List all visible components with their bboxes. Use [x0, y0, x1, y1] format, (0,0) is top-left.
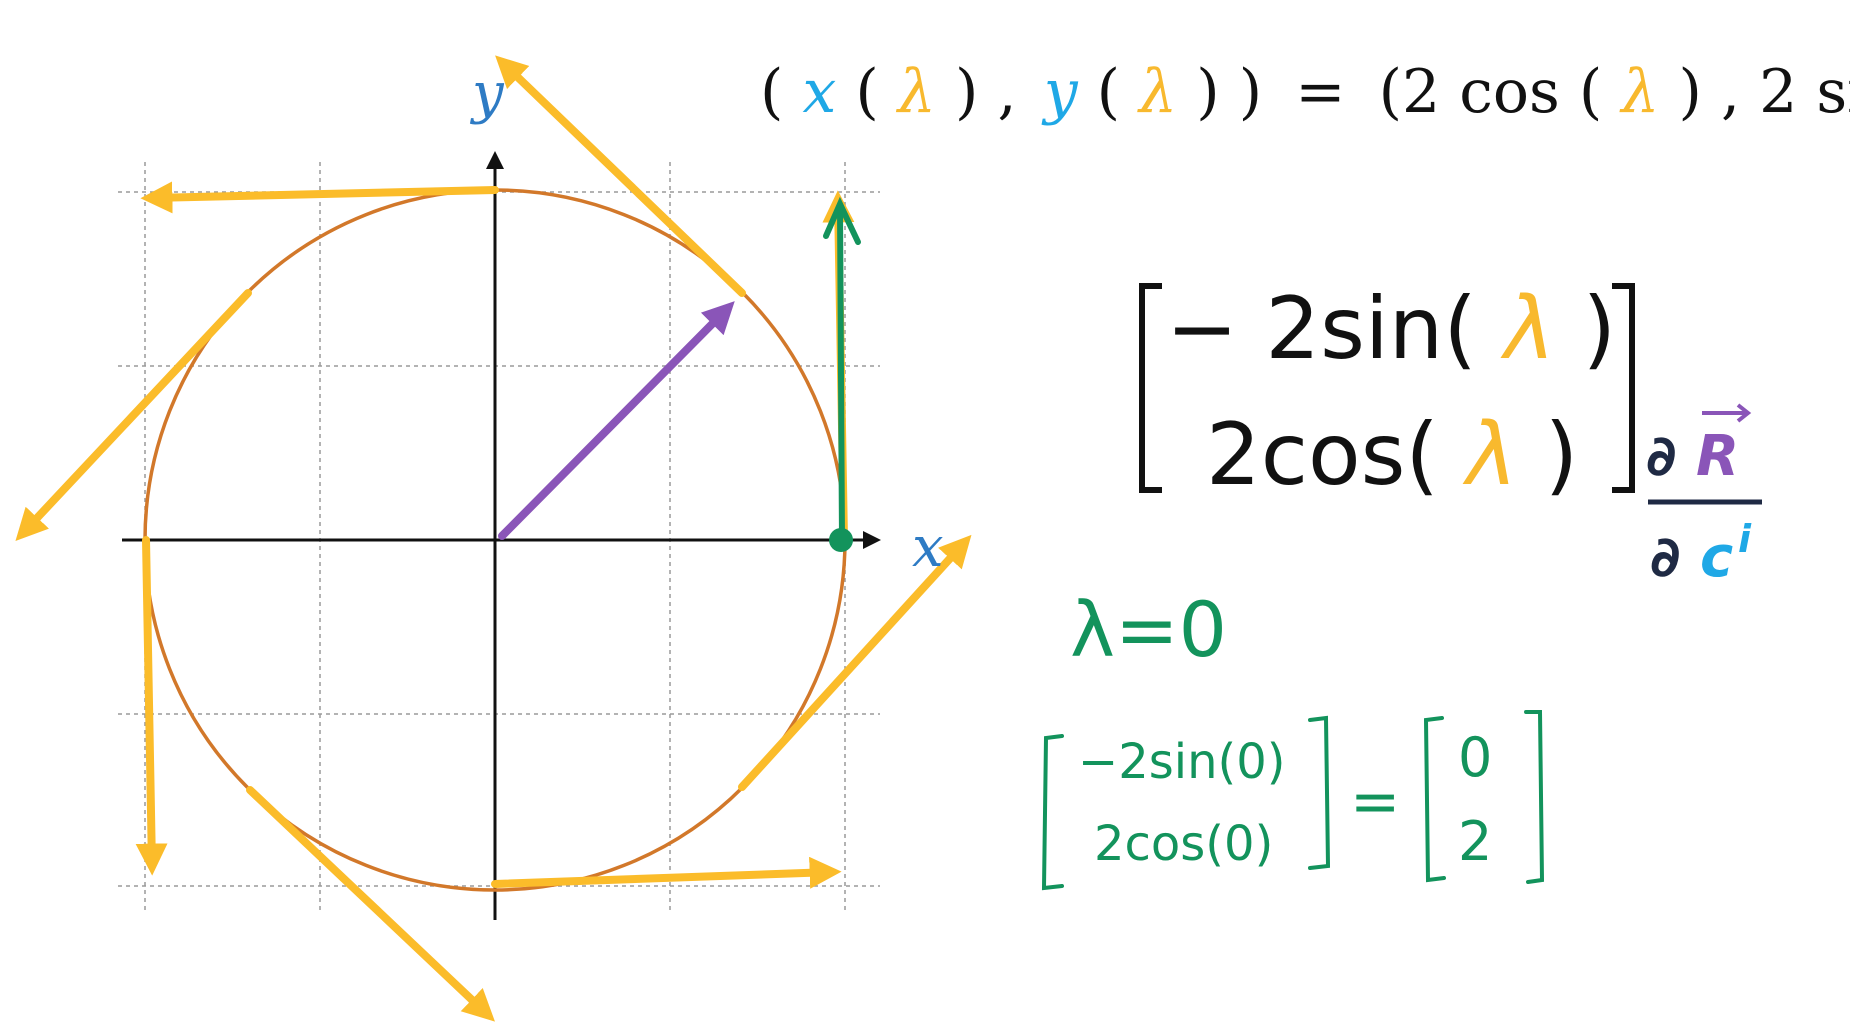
tangent-matrix-row-2: 2cos( λ ) [1206, 405, 1578, 505]
tangent-vector-bottom-right [738, 534, 972, 791]
handwritten-result-row-1: 0 [1458, 726, 1492, 789]
equation-rhs-mid: , 2 sin [1721, 57, 1850, 127]
equation-rhs-lambda-1: λ [1619, 57, 1659, 127]
equation-y-lparen: ( [1097, 57, 1120, 127]
vector-arrow-icon [1702, 403, 1752, 423]
matrix-left-bracket [1139, 283, 1162, 493]
derivative-denominator-partial: ∂ [1650, 525, 1680, 590]
hand-right-bracket-2 [1524, 710, 1545, 884]
position-vector [498, 301, 735, 540]
tangent-vector-top-left [15, 289, 252, 542]
equation-rhs-open: (2 cos [1379, 57, 1560, 127]
matrix-row-2-prefix: 2cos( [1206, 405, 1439, 505]
handwritten-brackets [1041, 710, 1545, 891]
equation-equals: = [1295, 57, 1345, 127]
tangent-vector-bottom-left [246, 786, 495, 1022]
tangent-matrix-brackets [1139, 283, 1635, 493]
handwritten-equals: = [1350, 767, 1400, 837]
hand-left-bracket-2 [1423, 716, 1446, 883]
handwritten-lambda-equation: λ=0 [1070, 585, 1227, 674]
x-axis-label: x [912, 515, 944, 580]
tangent-vector-top-right [495, 55, 746, 297]
y-axis-label: y [469, 61, 505, 126]
handwritten-row-1: −2sin(0) [1078, 734, 1286, 790]
matrix-row-2-lambda: λ [1462, 405, 1517, 505]
equation-close-paren: ) [1239, 57, 1262, 127]
derivative-numerator-vector: R [1696, 424, 1739, 489]
derivative-denominator-var: c [1700, 525, 1733, 590]
tangent-matrix-row-1: − 2sin( λ ) [1166, 279, 1616, 379]
equation-x-function: x [803, 57, 837, 127]
matrix-row-1-suffix: ) [1582, 279, 1616, 379]
tangent-vector-bottom [491, 856, 842, 889]
equation-open-paren: ( [760, 57, 783, 127]
green-vector-shaft [837, 205, 845, 543]
equation-y-lambda: λ [1137, 57, 1177, 127]
equation-y-rparen: ) [1196, 57, 1219, 127]
hand-left-bracket-1 [1041, 734, 1064, 891]
derivative-denominator-index: i [1738, 517, 1752, 561]
matrix-row-1-lambda: λ [1500, 279, 1555, 379]
equation-rhs-lparen-1: ( [1579, 57, 1602, 127]
hand-right-bracket-1 [1308, 715, 1331, 870]
tangent-vectors [15, 55, 972, 1022]
handwritten-row-2: 2cos(0) [1094, 816, 1273, 872]
highlight-point [829, 528, 853, 552]
matrix-right-bracket [1612, 283, 1635, 493]
tangent-vector-left [135, 536, 168, 876]
equation-rhs-rparen-1: ) [1679, 57, 1702, 127]
parametric-equation: ( x ( λ ) , y ( λ ) ) = (2 cos ( λ ) , 2… [760, 57, 1850, 127]
tangent-vector-top [140, 181, 499, 214]
highlighted-tangent [823, 196, 861, 543]
handwritten-result-row-2: 2 [1458, 810, 1492, 873]
derivative-numerator-partial: ∂ [1646, 424, 1676, 489]
derivative-numerator: ∂ R [1646, 424, 1739, 489]
equation-y-function: y [1041, 57, 1079, 127]
equation-x-lambda: λ [896, 57, 936, 127]
green-vector-head [823, 196, 861, 245]
derivative-denominator: ∂ c [1650, 525, 1733, 590]
grid [118, 162, 880, 910]
vector-arrow-head [1736, 403, 1752, 423]
equation-x-lparen: ( [855, 57, 878, 127]
matrix-row-2-suffix: ) [1545, 405, 1579, 505]
equation-comma: , [998, 57, 1017, 127]
matrix-row-1-prefix: − 2sin( [1166, 279, 1477, 379]
equation-x-rparen: ) [955, 57, 978, 127]
